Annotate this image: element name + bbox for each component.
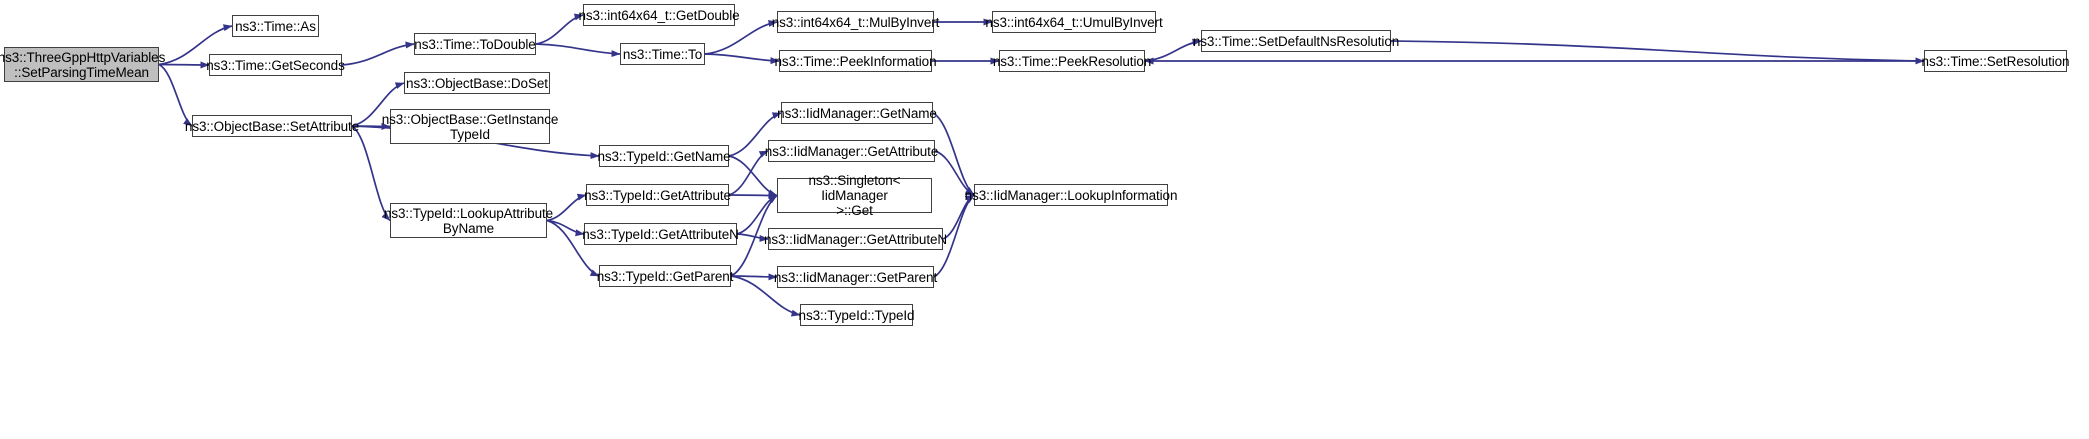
graph-edge <box>730 273 778 281</box>
graph-node[interactable]: ns3::IidManager::GetName <box>777 102 937 124</box>
graph-node[interactable]: ns3::TypeId::GetAttribute <box>584 184 731 206</box>
graph-node[interactable]: ns3::Time::SetResolution <box>1922 50 2070 72</box>
graph-node[interactable]: ns3::Time::GetSeconds <box>206 54 345 76</box>
graph-node[interactable]: ns3::TypeId::GetAttributeN <box>582 223 739 245</box>
graph-edge <box>728 191 778 199</box>
graph-edge <box>535 43 621 58</box>
graph-node[interactable]: ns3::ObjectBase::GetInstance TypeId <box>382 109 558 144</box>
graph-edge <box>1390 40 1925 65</box>
graph-node[interactable]: ns3::int64x64_t::GetDouble <box>579 4 740 26</box>
graph-node[interactable]: ns3::Time::PeekInformation <box>775 50 937 72</box>
graph-node[interactable]: ns3::TypeId::TypeId <box>799 304 915 326</box>
graph-edge <box>932 112 975 196</box>
graph-edge <box>535 13 584 45</box>
graph-node[interactable]: ns3::TypeId::GetParent <box>597 265 733 287</box>
graph-edge <box>341 41 415 66</box>
graph-edge <box>728 150 769 196</box>
graph-node[interactable]: ns3::int64x64_t::MulByInvert <box>772 11 939 33</box>
graph-node[interactable]: ns3::TypeId::GetName <box>597 145 731 167</box>
graph-node[interactable]: ns3::TypeId::LookupAttribute ByName <box>384 203 553 238</box>
graph-edge <box>704 20 778 55</box>
graph-node[interactable]: ns3::Singleton< IidManager >::Get <box>777 173 932 218</box>
graph-node[interactable]: ns3::IidManager::GetParent <box>774 266 937 288</box>
graph-node[interactable]: ns3::Time::As <box>232 15 319 37</box>
graph-node[interactable]: ns3::ObjectBase::DoSet <box>404 72 550 94</box>
graph-node[interactable]: ns3::ObjectBase::SetAttribute <box>185 115 359 137</box>
graph-node[interactable]: ns3::Time::To <box>620 43 705 65</box>
graph-node[interactable]: ns3::Time::ToDouble <box>414 33 536 55</box>
graph-node[interactable]: ns3::int64x64_t::UmulByInvert <box>985 11 1163 33</box>
graph-node[interactable]: ns3::Time::SetDefaultNsResolution <box>1193 30 1399 52</box>
graph-node[interactable]: ns3::ThreeGppHttpVariables ::SetParsingT… <box>0 47 165 82</box>
graph-node[interactable]: ns3::IidManager::LookupInformation <box>965 184 1177 206</box>
graph-edge <box>704 53 780 65</box>
graph-edge <box>158 61 210 69</box>
graph-node[interactable]: ns3::IidManager::GetAttributeN <box>764 228 947 250</box>
graph-node[interactable]: ns3::IidManager::GetAttribute <box>765 140 938 162</box>
graph-node[interactable]: ns3::Time::PeekResolution <box>993 50 1151 72</box>
